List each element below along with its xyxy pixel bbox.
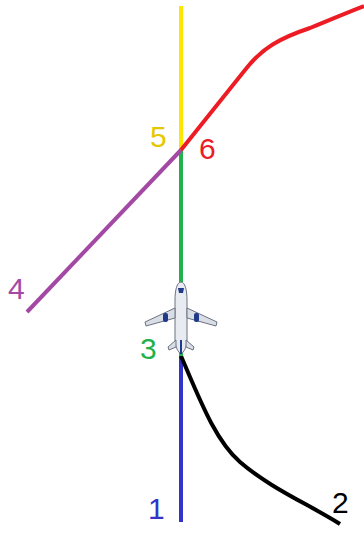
yellow-line <box>179 6 183 150</box>
black-line <box>181 356 340 524</box>
purple-line <box>27 150 181 312</box>
callout-number: 4 <box>8 274 25 304</box>
callout-number: 2 <box>332 488 349 518</box>
callout-number: 5 <box>150 122 167 152</box>
callout-number: 1 <box>148 494 165 524</box>
callout-number: 3 <box>140 334 157 364</box>
red-line <box>181 6 364 150</box>
blue-line <box>179 356 183 522</box>
callout-number: 6 <box>199 134 216 164</box>
